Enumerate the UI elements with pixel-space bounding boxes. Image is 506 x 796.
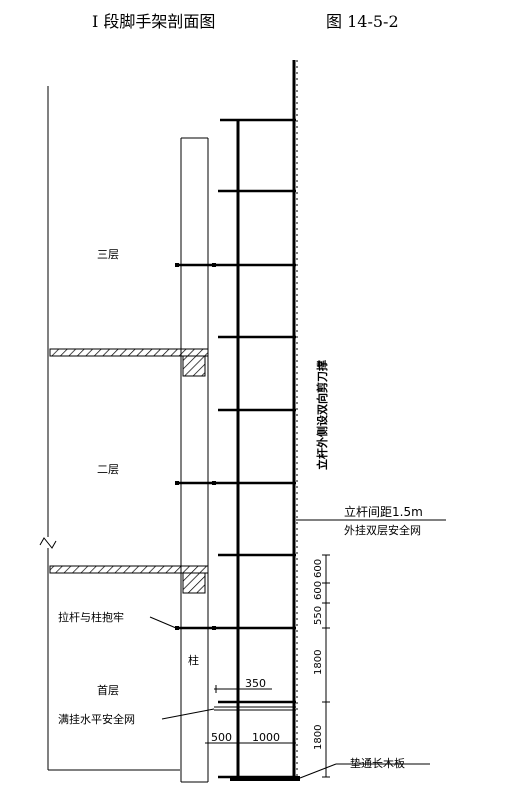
dim-600-b: 600 (313, 581, 324, 600)
outer-net-label: 外挂双层安全网 (344, 523, 421, 537)
floor-label-second: 二层 (97, 463, 119, 476)
dim-600-a: 600 (313, 559, 324, 578)
dim-1800-b: 1800 (313, 725, 324, 750)
horizontal-net-leader (161, 708, 215, 720)
figure-number: 图 14-5-2 (326, 12, 399, 31)
floor-label-first: 首层 (97, 683, 119, 697)
dim-350: 350 (245, 677, 266, 690)
base-board-leader (299, 763, 430, 779)
scaffold-outer-pole (292, 60, 298, 780)
pole-spacing-label: 立杆间距1.5m (344, 504, 423, 519)
base-board (230, 776, 300, 781)
bracing-label: 立杆外侧设双向剪刀撑 (315, 360, 329, 470)
vertical-dimension-chain (322, 554, 330, 778)
horizontal-net-label: 满挂水平安全网 (58, 712, 135, 726)
dim-550: 550 (313, 606, 324, 625)
dimension-500-1000 (205, 739, 296, 747)
dim-1800-a: 1800 (313, 650, 324, 675)
base-board-label: 垫通长木板 (350, 756, 405, 770)
floor-slab-1 (49, 565, 209, 594)
tie-to-column-label: 拉杆与柱抱牢 (58, 610, 124, 624)
floor-slab-2 (49, 348, 209, 377)
dimension-350 (214, 685, 272, 693)
dim-500: 500 (211, 731, 232, 744)
floor-label-third: 三层 (97, 248, 119, 261)
diagram-title: I 段脚手架剖面图 (92, 12, 215, 31)
tie-callout-leader (149, 616, 177, 629)
column (180, 137, 209, 783)
scaffold-ledgers (176, 118, 296, 779)
dim-1000: 1000 (252, 731, 280, 744)
clamp-marks (175, 263, 216, 630)
column-label: 柱 (188, 653, 199, 667)
building-wall (39, 86, 180, 771)
horizontal-safety-net (214, 706, 296, 711)
